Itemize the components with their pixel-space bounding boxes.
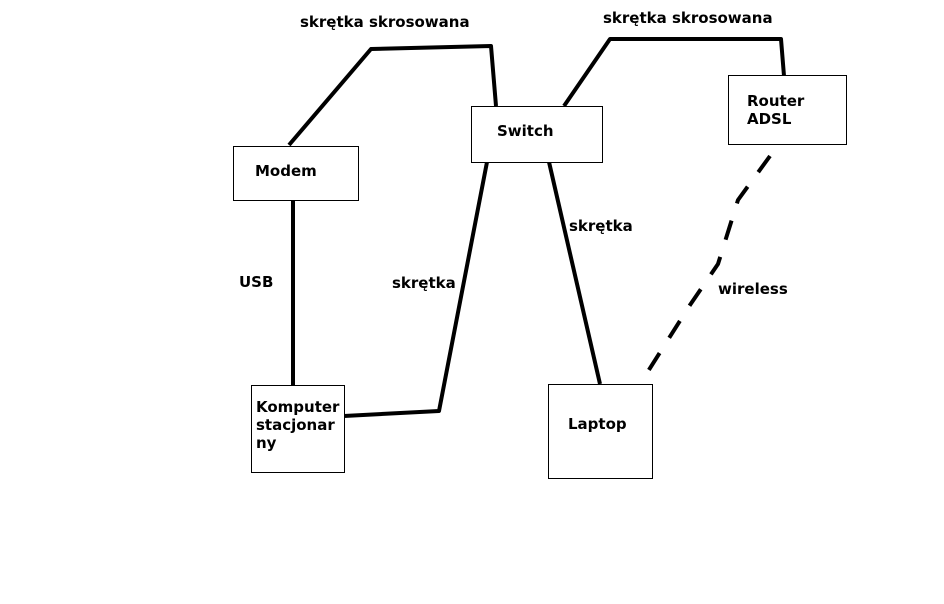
cable-modem-switch <box>287 44 498 147</box>
modem-box: Modem <box>233 146 359 201</box>
label-switch-computer: skrętka <box>392 274 456 292</box>
wireless-router-laptop <box>638 154 772 386</box>
computer-box: Komputer stacjonar ny <box>251 385 345 473</box>
cable-switch-router <box>562 37 786 108</box>
cable-switch-laptop <box>547 161 602 385</box>
label-switch-router: skrętka skrosowana <box>603 9 773 27</box>
router-adsl-box: Router ADSL <box>728 75 847 145</box>
cable-switch-computer <box>343 161 489 418</box>
label-switch-laptop: skrętka <box>569 217 633 235</box>
laptop-box: Laptop <box>548 384 653 479</box>
label-modem-switch: skrętka skrosowana <box>300 13 470 31</box>
label-wireless: wireless <box>718 280 788 298</box>
label-modem-computer: USB <box>239 273 274 291</box>
switch-box: Switch <box>471 106 603 163</box>
